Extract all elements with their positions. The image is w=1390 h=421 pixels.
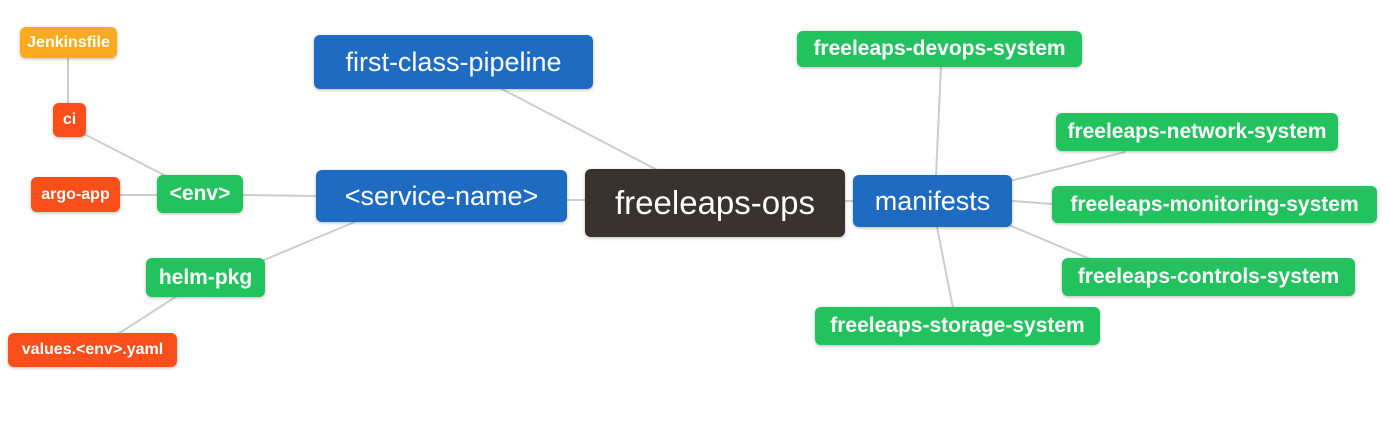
node-jenkinsfile[interactable]: Jenkinsfile	[20, 27, 117, 58]
node-freeleaps-storage-system[interactable]: freeleaps-storage-system	[815, 307, 1100, 345]
edge-manifests-network	[1009, 151, 1126, 182]
node-values-env-yaml[interactable]: values.<env>.yaml	[8, 333, 177, 367]
node-freeleaps-ops-root[interactable]: freeleaps-ops	[585, 169, 845, 237]
node-argo-app[interactable]: argo-app	[31, 177, 120, 212]
edge-manifests-devops	[935, 65, 942, 177]
edge-manifests-storage	[936, 226, 954, 309]
node-service-name[interactable]: <service-name>	[316, 170, 567, 222]
node-env[interactable]: <env>	[157, 175, 243, 213]
node-manifests[interactable]: manifests	[853, 175, 1012, 227]
node-helm-pkg[interactable]: helm-pkg	[146, 258, 265, 297]
edge-servicename-helmpkg	[263, 220, 358, 261]
edge-fcp-freeleapsops	[499, 87, 658, 171]
edge-manifests-monitoring	[1011, 200, 1053, 205]
edge-manifests-controls	[1010, 225, 1091, 260]
edge-ci-env	[83, 133, 167, 177]
node-ci[interactable]: ci	[53, 103, 86, 137]
edge-helmpkg-values	[117, 295, 178, 335]
node-first-class-pipeline[interactable]: first-class-pipeline	[314, 35, 593, 89]
node-freeleaps-controls-system[interactable]: freeleaps-controls-system	[1062, 258, 1355, 296]
node-freeleaps-devops-system[interactable]: freeleaps-devops-system	[797, 31, 1082, 67]
node-freeleaps-network-system[interactable]: freeleaps-network-system	[1056, 113, 1338, 151]
edge-env-servicename	[242, 194, 317, 197]
node-freeleaps-monitoring-system[interactable]: freeleaps-monitoring-system	[1052, 186, 1377, 223]
